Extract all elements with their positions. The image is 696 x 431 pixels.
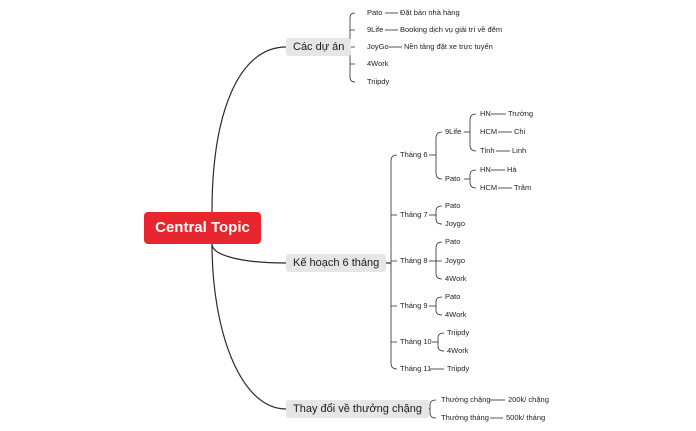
project-name[interactable]: Pato (367, 8, 383, 17)
region-node[interactable]: HCM (480, 127, 498, 136)
person-node[interactable]: Trâm (514, 183, 532, 192)
product-node[interactable]: Joygo (445, 219, 466, 228)
project-name[interactable]: Triipdy (367, 77, 390, 86)
bonus-type[interactable]: Thưởng tháng (441, 413, 489, 422)
project-description[interactable]: Nền tảng đặt xe trực tuyến (404, 42, 493, 51)
product-node[interactable]: 4Work (447, 346, 469, 355)
link-central-projects (211, 46, 287, 213)
product-node[interactable]: Pato (445, 201, 461, 210)
month-label[interactable]: Tháng 7 (400, 210, 428, 219)
month-label[interactable]: Tháng 10 (400, 337, 432, 346)
region-node[interactable]: HN (480, 109, 491, 118)
project-name[interactable]: 4Work (367, 59, 389, 68)
month-label[interactable]: Tháng 8 (400, 256, 428, 265)
region-node[interactable]: HCM (480, 183, 498, 192)
topic-projects[interactable]: Các dự án (286, 38, 352, 56)
product-node[interactable]: Pato (445, 174, 461, 183)
product-node[interactable]: Pato (445, 237, 461, 246)
product-node[interactable]: Triipdy (447, 328, 470, 337)
region-node[interactable]: Tỉnh (480, 146, 495, 155)
product-node[interactable]: Triipdy (447, 364, 470, 373)
bonus-value[interactable]: 200k/ chặng (508, 395, 549, 404)
project-description[interactable]: Đặt bàn nhà hàng (400, 8, 460, 17)
topic-bonus-changes[interactable]: Thay đổi về thưởng chặng (286, 400, 429, 418)
central-topic[interactable]: Central Topic (144, 212, 261, 244)
product-node[interactable]: Joygo (445, 256, 466, 265)
month-label[interactable]: Tháng 11 (400, 364, 432, 373)
project-description[interactable]: Booking dịch vụ giải trí về đêm (400, 25, 503, 34)
person-node[interactable]: Hà (507, 165, 517, 174)
link-central-plan (211, 243, 287, 264)
bonus-value[interactable]: 500k/ tháng (506, 413, 546, 422)
person-node[interactable]: Linh (512, 146, 527, 155)
month-label[interactable]: Tháng 6 (400, 150, 428, 159)
product-node[interactable]: 9Life (445, 127, 462, 136)
bonus-type[interactable]: Thưởng chặng (441, 395, 491, 404)
product-node[interactable]: Pato (445, 292, 461, 301)
person-node[interactable]: Chi (514, 127, 526, 136)
topic-six-month-plan[interactable]: Kế hoạch 6 tháng (286, 254, 387, 272)
link-central-bonus (211, 243, 287, 410)
region-node[interactable]: HN (480, 165, 491, 174)
project-name[interactable]: 9Life (367, 25, 384, 34)
project-name[interactable]: JoyGo (367, 42, 389, 51)
person-node[interactable]: Trường (508, 109, 534, 118)
product-node[interactable]: 4Work (445, 274, 467, 283)
product-node[interactable]: 4Work (445, 310, 467, 319)
month-label[interactable]: Tháng 9 (400, 301, 428, 310)
